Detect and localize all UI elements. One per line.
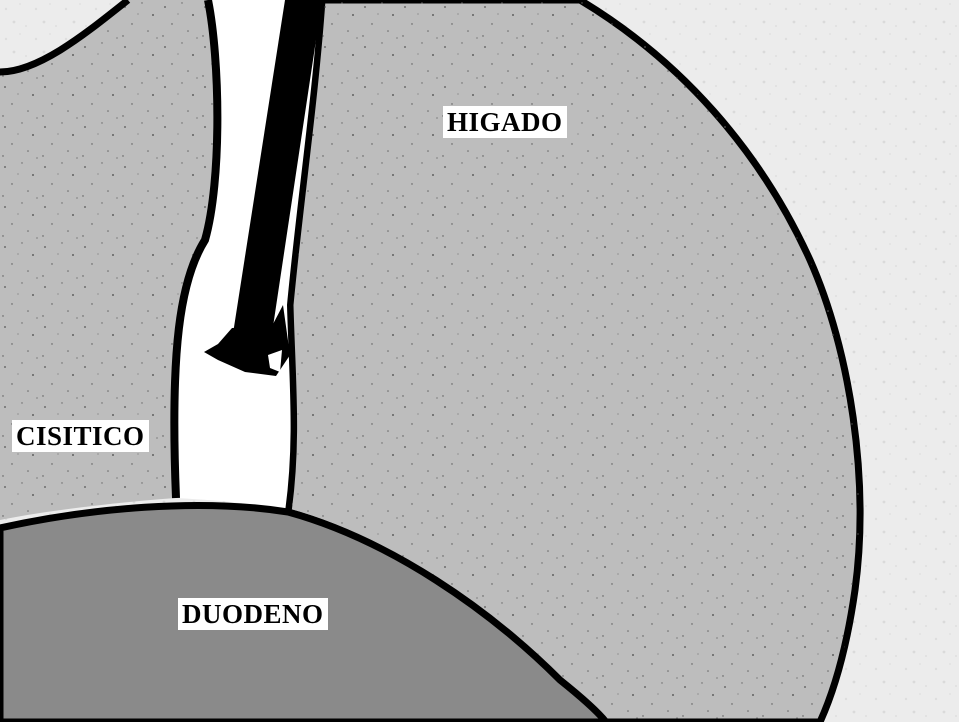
duodenum-label: DUODENO [178,598,328,630]
liver-label: HIGADO [443,106,567,138]
cystic-label: CISITICO [12,420,149,452]
